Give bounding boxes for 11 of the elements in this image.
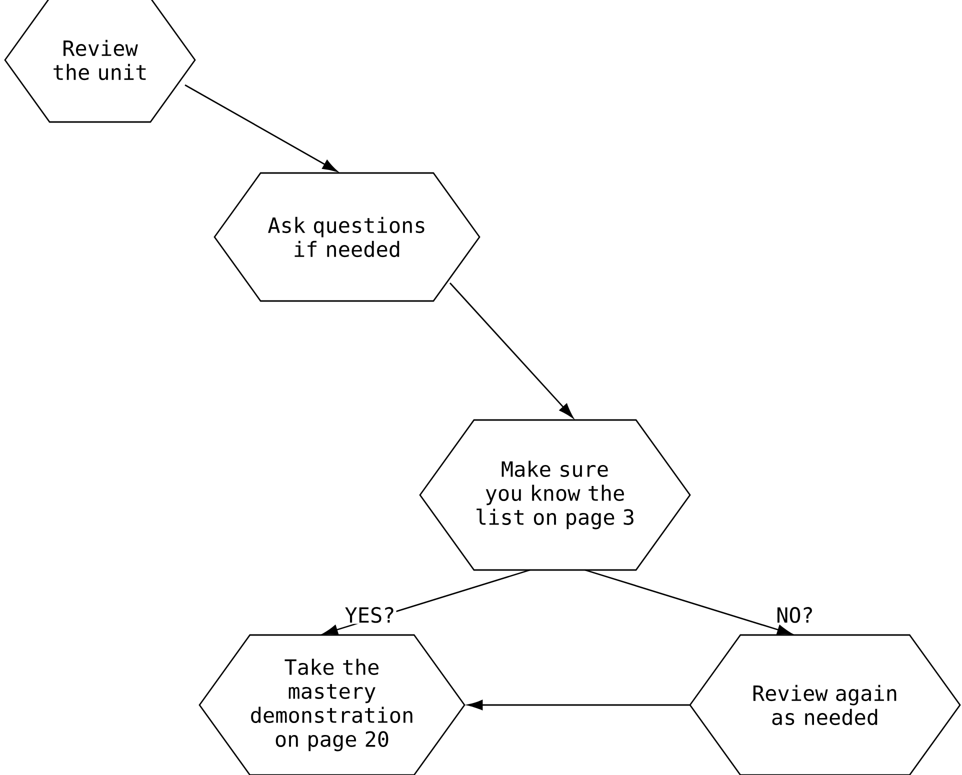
edge-label: NO? xyxy=(775,606,815,624)
hexagon-box: Review again as needed xyxy=(689,634,961,775)
edge-label: YES? xyxy=(344,606,396,624)
hexagon-box: Make sure you know the list on page 3 xyxy=(419,419,691,571)
arrow xyxy=(449,282,574,418)
arrow xyxy=(468,700,690,710)
hexagon-box: Review the unit xyxy=(4,0,196,123)
arrow xyxy=(584,569,792,635)
hexagon-box: Take the mastery demonstration on page 20 xyxy=(198,634,466,775)
arrow xyxy=(184,84,338,172)
hexagon-box: Ask questions if needed xyxy=(214,172,480,302)
